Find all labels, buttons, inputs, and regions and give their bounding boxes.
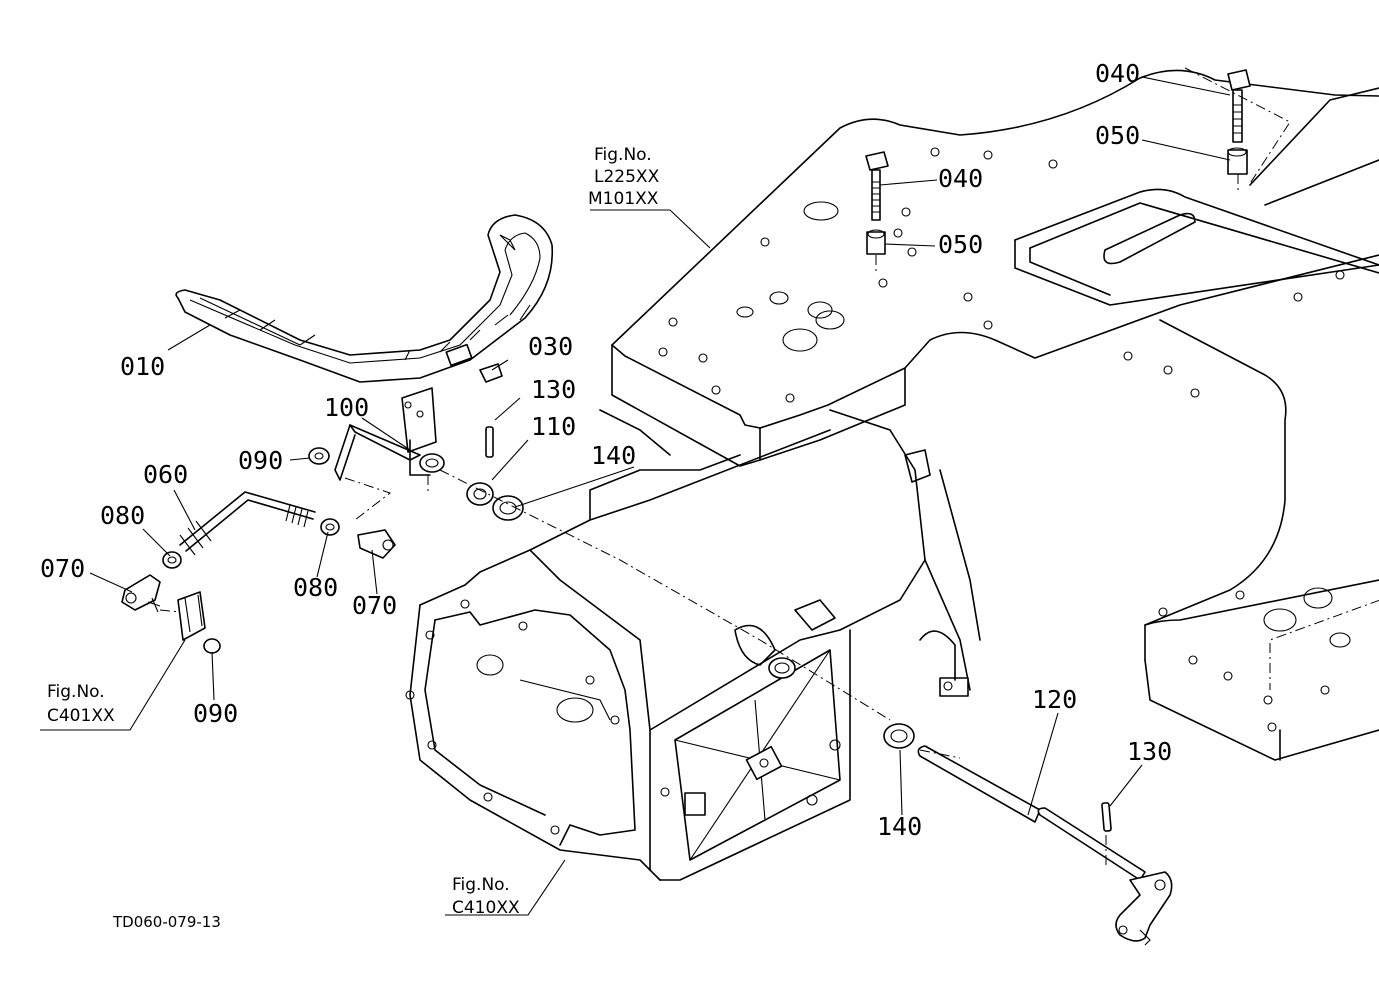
callout-010: 010	[120, 352, 165, 381]
callout-060: 060	[143, 460, 188, 489]
leader-lines	[40, 76, 1231, 916]
figref-platform-code-1: L225XX	[594, 167, 660, 187]
callout-120: 120	[1032, 685, 1077, 714]
callout-070-right: 070	[352, 591, 397, 620]
callout-100: 100	[324, 393, 369, 422]
pedal-arm	[334, 387, 445, 481]
callout-labels: 010 030 040 040 050 050 060 070 070 080 …	[40, 59, 1172, 841]
figref-left-code: C401XX	[47, 706, 115, 726]
bolts	[479, 69, 1251, 383]
callout-040-top: 040	[1095, 59, 1140, 88]
cross-shaft	[917, 745, 1173, 946]
transmission-case	[405, 409, 981, 881]
platform-plate	[611, 69, 1379, 761]
figref-left-label: Fig.No.	[47, 682, 105, 702]
small-parts	[121, 426, 1112, 832]
callout-080-right: 080	[293, 573, 338, 602]
callout-140-bottom: 140	[877, 812, 922, 841]
figref-platform-code-2: M101XX	[588, 189, 659, 209]
callout-130-top: 130	[531, 375, 576, 404]
callout-110: 110	[531, 412, 576, 441]
figref-transmission-label: Fig.No.	[452, 875, 510, 895]
brake-rod	[179, 491, 316, 556]
figref-transmission-code: C410XX	[452, 898, 520, 918]
figure-references: Fig.No. L225XX M101XX Fig.No. C401XX Fig…	[47, 145, 660, 918]
callout-090-top: 090	[238, 446, 283, 475]
callout-030: 030	[528, 332, 573, 361]
callout-050-top: 050	[1095, 121, 1140, 150]
callout-050: 050	[938, 230, 983, 259]
callout-090-bottom: 090	[193, 699, 238, 728]
callout-070-left: 070	[40, 554, 85, 583]
callout-140-top: 140	[591, 441, 636, 470]
callout-130-bottom: 130	[1127, 737, 1172, 766]
center-lines	[159, 67, 1291, 868]
callout-080-left: 080	[100, 501, 145, 530]
brake-pedal	[175, 214, 554, 383]
platform-holes	[658, 147, 1351, 732]
diagram-code: TD060-079-13	[112, 913, 221, 931]
callout-040: 040	[938, 164, 983, 193]
figref-platform-label: Fig.No.	[594, 145, 652, 165]
